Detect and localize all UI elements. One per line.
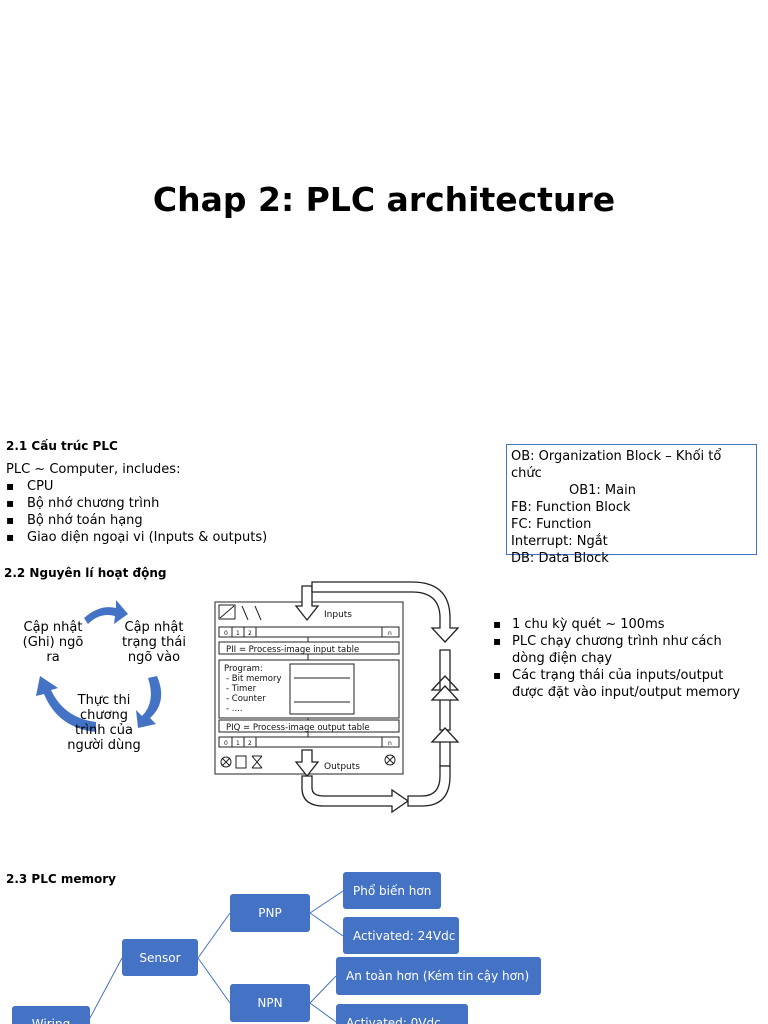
bit-label: 0	[224, 630, 228, 637]
tree-node-pnp-common: Phổ biến hơn	[343, 872, 441, 909]
bit-label: n	[388, 630, 392, 637]
ob-line: OB: Organization Block – Khối tổ chức	[511, 449, 722, 481]
structure-intro: PLC ~ Computer, includes:	[6, 462, 181, 477]
tree-node-pnp-activated: Activated: 24Vdc	[343, 917, 459, 954]
cycle-step-write-outputs: Cập nhật (Ghi) ngõ ra	[22, 620, 84, 665]
process-image-diagram: Inputs Outputs PII = Process-image input…	[214, 581, 460, 814]
db-line: DB: Data Block	[511, 551, 609, 566]
page-title: Chap 2: PLC architecture	[152, 180, 616, 219]
cycle-arrow-top	[84, 600, 128, 624]
scan-cycle-arrows	[36, 600, 162, 732]
cycle-step-read-inputs: Cập nhật trạng thái ngõ vào	[122, 620, 186, 665]
ob1-line: OB1: Main	[569, 483, 636, 498]
section-heading-memory: 2.3 PLC memory	[6, 872, 116, 886]
piq-label: PIQ = Process-image output table	[226, 723, 370, 733]
bit-label: 1	[236, 630, 240, 637]
structure-block: PLC ~ Computer, includes: CPU Bộ nhớ chư…	[6, 461, 306, 546]
cycle-arrow-right	[136, 676, 162, 728]
block-types-box: OB: Organization Block – Khối tổ chức OB…	[506, 444, 757, 566]
structure-list: CPU Bộ nhớ chương trình Bộ nhớ toán hạng…	[6, 478, 306, 546]
tree-node-npn-safer: An toàn hơn (Kém tin cậy hơn)	[336, 957, 541, 995]
output-arrow-icon	[294, 749, 320, 778]
list-item: Giao diện ngoại vi (Inputs & outputs)	[6, 529, 306, 546]
tree-node-wiring: Wiring	[12, 1006, 90, 1024]
tree-node-sensor: Sensor	[122, 939, 198, 976]
fb-line: FB: Function Block	[511, 500, 631, 515]
list-item: CPU	[6, 478, 306, 495]
program-item: - Bit memory	[226, 674, 282, 684]
bit-label: 1	[236, 740, 240, 747]
bit-label: 2	[248, 630, 252, 637]
program-item: - ....	[226, 704, 243, 714]
list-item: Bộ nhớ chương trình	[6, 495, 306, 512]
fc-line: FC: Function	[511, 517, 592, 532]
tree-node-npn: NPN	[230, 984, 310, 1022]
tree-node-pnp: PNP	[230, 894, 310, 932]
section-heading-structure: 2.1 Cấu trúc PLC	[6, 439, 118, 453]
operation-notes: 1 chu kỳ quét ~ 100ms PLC chạy chương tr…	[493, 616, 753, 701]
list-item: Bộ nhớ toán hạng	[6, 512, 306, 529]
program-item: - Counter	[226, 694, 266, 704]
bit-label: 2	[248, 740, 252, 747]
outputs-label: Outputs	[324, 762, 360, 772]
bit-label: 0	[224, 740, 228, 747]
program-item: - Timer	[226, 684, 257, 694]
cycle-arrow-left	[36, 676, 96, 732]
inputs-label: Inputs	[324, 610, 352, 620]
list-item: 1 chu kỳ quét ~ 100ms	[493, 616, 753, 633]
program-title: Program:	[224, 664, 263, 674]
list-item: PLC chạy chương trình như cách dòng điện…	[493, 633, 753, 667]
bit-label: n	[388, 740, 392, 747]
tree-connectors	[89, 890, 344, 1023]
loop-bottom-arrow-icon	[301, 775, 410, 814]
tree-node-npn-activated: Activated: 0Vdc	[336, 1004, 468, 1024]
cycle-step-execute: Thực thi chương trình của người dùng	[67, 693, 141, 753]
section-heading-operation: 2.2 Nguyên lí hoạt động	[4, 566, 167, 580]
interrupt-line: Interrupt: Ngắt	[511, 534, 608, 549]
loop-top-arrow-icon	[311, 581, 460, 643]
list-item: Các trạng thái của inputs/output được đặ…	[493, 667, 753, 701]
pii-label: PII = Process-image input table	[226, 645, 359, 655]
